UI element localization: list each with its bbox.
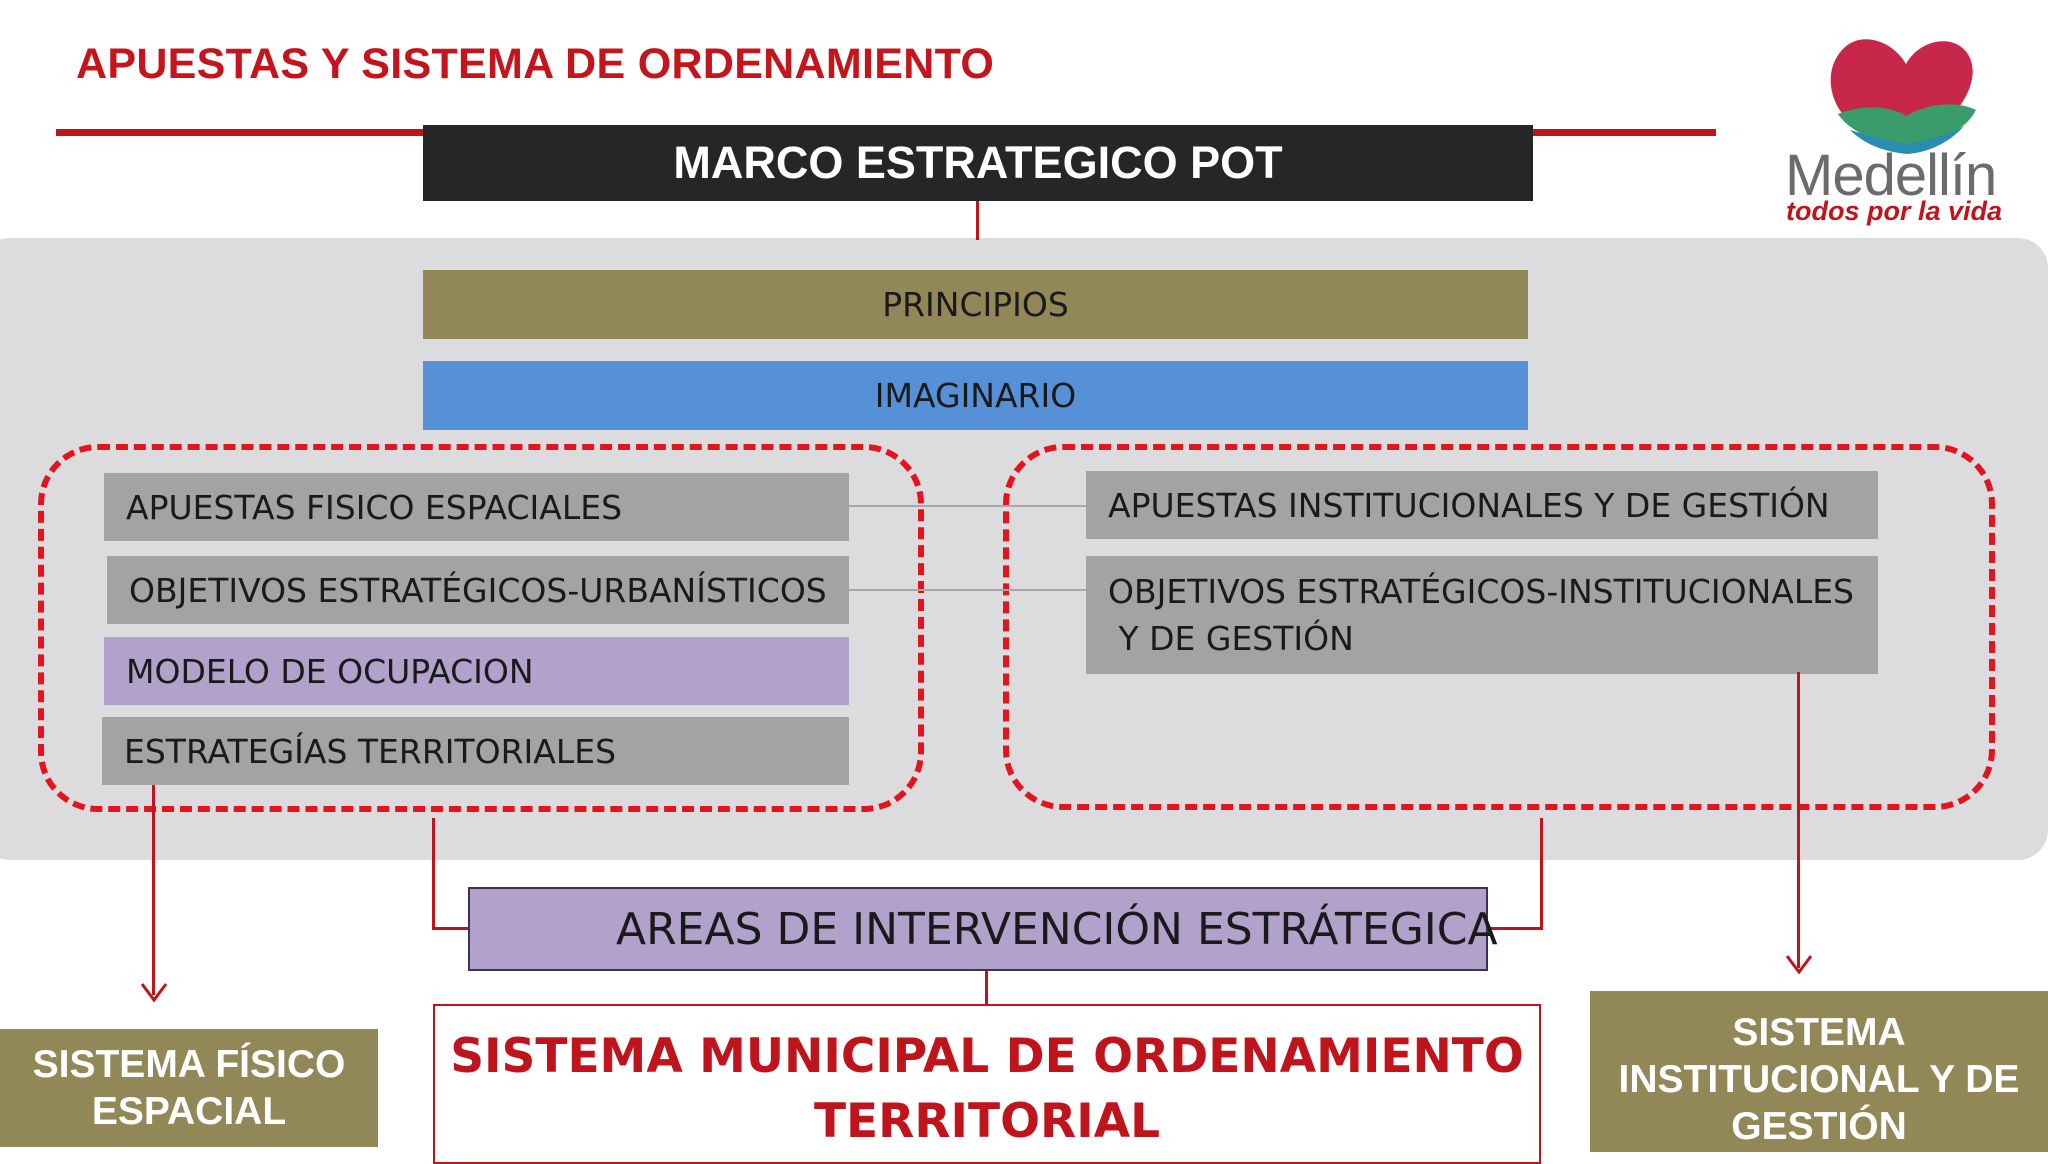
sistema-fisico-box: SISTEMA FÍSICO ESPACIAL [0,1029,378,1147]
sistema-fisico-line1: SISTEMA FÍSICO [32,1043,346,1086]
sistema-municipal-line1: SISTEMA MUNICIPAL DE ORDENAMIENTO [450,1029,1524,1084]
arrow-physical-line [152,785,155,995]
estrategias-territoriales-box: ESTRATEGÍAS TERRITORIALES [102,717,849,785]
imaginario-box: IMAGINARIO [423,361,1528,430]
modelo-ocupacion-box: MODELO DE OCUPACION [104,637,849,705]
arrow-institutional-line [1797,672,1800,968]
connector-apuestas [848,505,1086,507]
principios-box: PRINCIPIOS [423,270,1528,339]
arrow-down-icon [1785,955,1813,975]
sistema-municipal-line2: TERRITORIAL [813,1094,1161,1149]
connector-marco [976,200,979,240]
sistema-institucional-line2: INSTITUCIONAL Y DE [1618,1058,2020,1101]
logo-wordmark: Medellín [1785,143,1997,208]
bracket-left-vertical [432,818,435,930]
bracket-right-horizontal [1486,927,1542,930]
bracket-left-horizontal [432,927,470,930]
apuestas-fisico-espaciales-box: APUESTAS FISICO ESPACIALES [104,473,849,541]
sistema-institucional-line3: GESTIÓN [1731,1105,1907,1148]
page-title: APUESTAS Y SISTEMA DE ORDENAMIENTO [76,40,995,88]
physical-group-frame [38,444,924,812]
sistema-fisico-line2: ESPACIAL [91,1090,287,1133]
arrow-down-icon [140,983,168,1003]
objetivos-institucionales-line1: OBJETIVOS ESTRATÉGICOS-INSTITUCIONALES [1108,572,1854,611]
heart-mountain-icon [1830,39,1976,154]
objetivos-institucionales-box: OBJETIVOS ESTRATÉGICOS-INSTITUCIONALES Y… [1086,556,1878,674]
connector-areas-smot [985,970,988,1006]
logo-slogan: todos por la vida [1786,196,2003,226]
bracket-right-vertical [1540,818,1543,930]
objetivos-institucionales-line2: Y DE GESTIÓN [1108,619,1354,658]
institutional-group-frame [1003,444,1995,810]
marco-estrategico-box: MARCO ESTRATEGICO POT [423,125,1533,201]
connector-objetivos [848,589,1086,591]
apuestas-institucionales-box: APUESTAS INSTITUCIONALES Y DE GESTIÓN [1086,471,1878,539]
sistema-institucional-box: SISTEMA INSTITUCIONAL Y DE GESTIÓN [1590,991,2048,1152]
sistema-municipal-box: SISTEMA MUNICIPAL DE ORDENAMIENTO TERRIT… [433,1004,1541,1164]
sistema-institucional-line1: SISTEMA [1732,1011,1906,1054]
objetivos-urbanisticos-box: OBJETIVOS ESTRATÉGICOS-URBANÍSTICOS [107,556,849,624]
areas-intervencion-box: AREAS DE INTERVENCIÓN ESTRÁTEGICA [468,887,1498,971]
